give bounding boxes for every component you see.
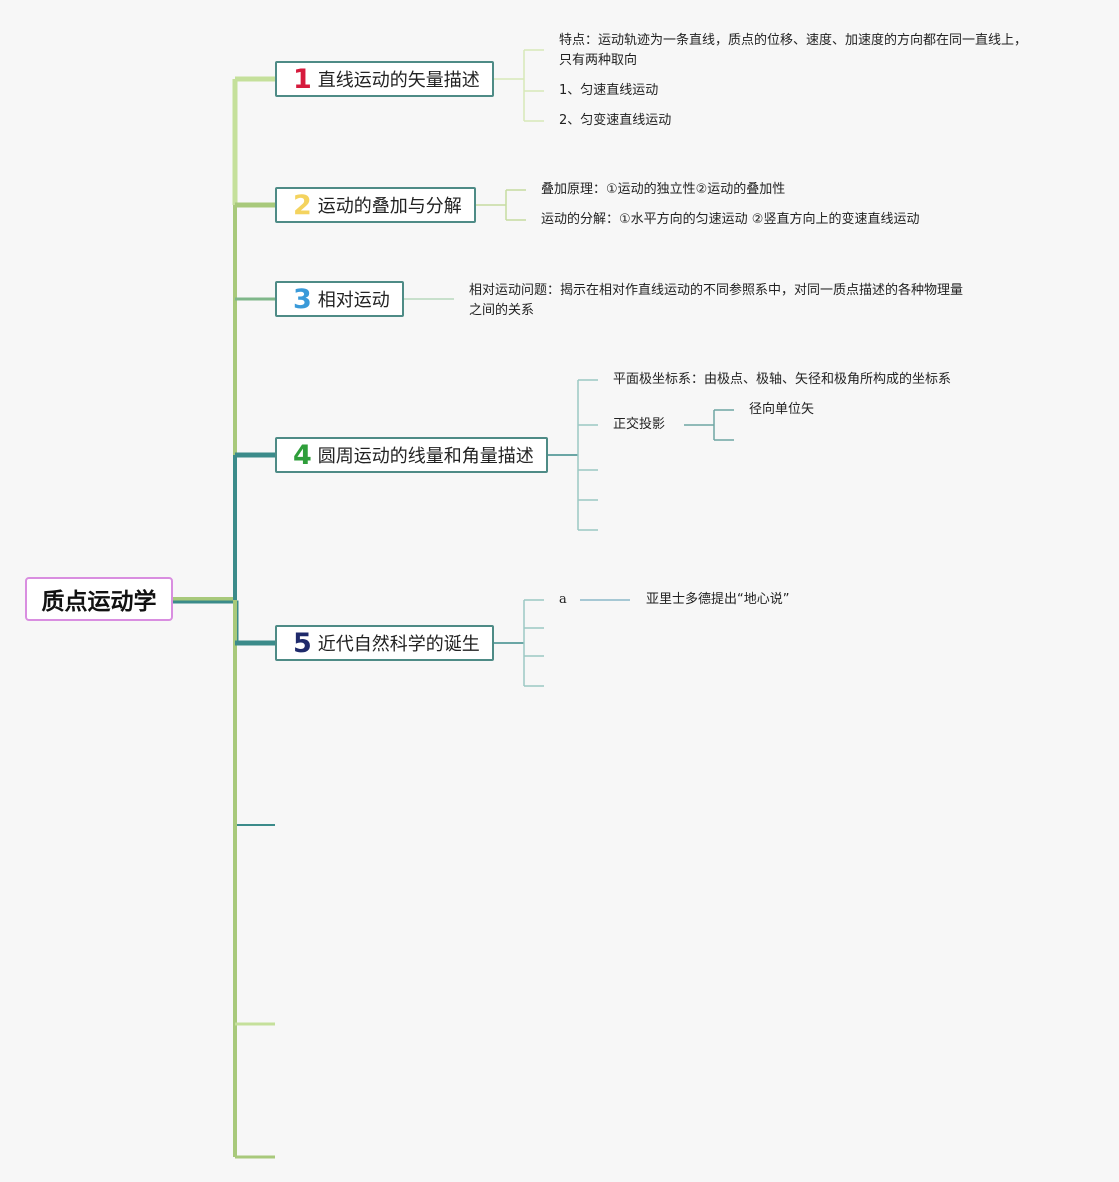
topic-1-number: 1 [293,63,312,95]
topic-2-node[interactable]: 2 运动的叠加与分解 [275,187,476,223]
root-connector-teal [173,600,275,645]
topic-3-label: 相对运动 [317,290,390,311]
topic-1-node[interactable]: 1 直线运动的矢量描述 [275,61,494,97]
topic-4-number: 4 [293,439,312,471]
topic-1-child-2[interactable]: 1、匀速直线运动 [559,83,659,98]
topic-1-child-3[interactable]: 2、匀变速直线运动 [559,113,672,128]
topic-5-node[interactable]: 5 近代自然科学的诞生 [275,625,494,661]
topic-4-child-1[interactable]: 平面极坐标系：由极点、极轴、矢径和极角所构成的坐标系 [613,372,952,387]
topic-5-grandchild-1[interactable]: 亚里士多德提出“地心说” [646,592,790,607]
topic-5-label: 近代自然科学的诞生 [317,634,480,655]
root-label: 质点运动学 [41,589,157,615]
topic-3-node[interactable]: 3 相对运动 [275,281,404,317]
topic-4-label: 圆周运动的线量和角量描述 [317,446,534,467]
topic-5-number: 5 [293,627,312,659]
topic-3-number: 3 [293,283,312,315]
root-node[interactable]: 质点运动学 [25,577,173,621]
topic-2-child-2[interactable]: 运动的分解：①水平方向的匀速运动 ②竖直方向上的变速直线运动 [541,212,920,227]
topic-2-label: 运动的叠加与分解 [317,196,462,217]
topic-5-child-1[interactable]: a [559,592,567,607]
topic-4-child-2[interactable]: 正交投影 [613,417,666,432]
topic-2-number: 2 [293,189,312,221]
topic-4-grandchild-1[interactable]: 径向单位矢 [749,402,815,417]
topic-3-child-1[interactable]: 相对运动问题：揭示在相对作直线运动的不同参照系中，对同一质点描述的各种物理量之间… [469,283,964,318]
topic-4-node[interactable]: 4 圆周运动的线量和角量描述 [275,437,548,473]
topic-2-child-1[interactable]: 叠加原理：①运动的独立性②运动的叠加性 [541,182,786,197]
topic-1-label: 直线运动的矢量描述 [317,70,480,91]
topic-1-child-1[interactable]: 特点：运动轨迹为一条直线，质点的位移、速度、加速度的方向都在同一直线上，只有两种… [559,33,1028,68]
